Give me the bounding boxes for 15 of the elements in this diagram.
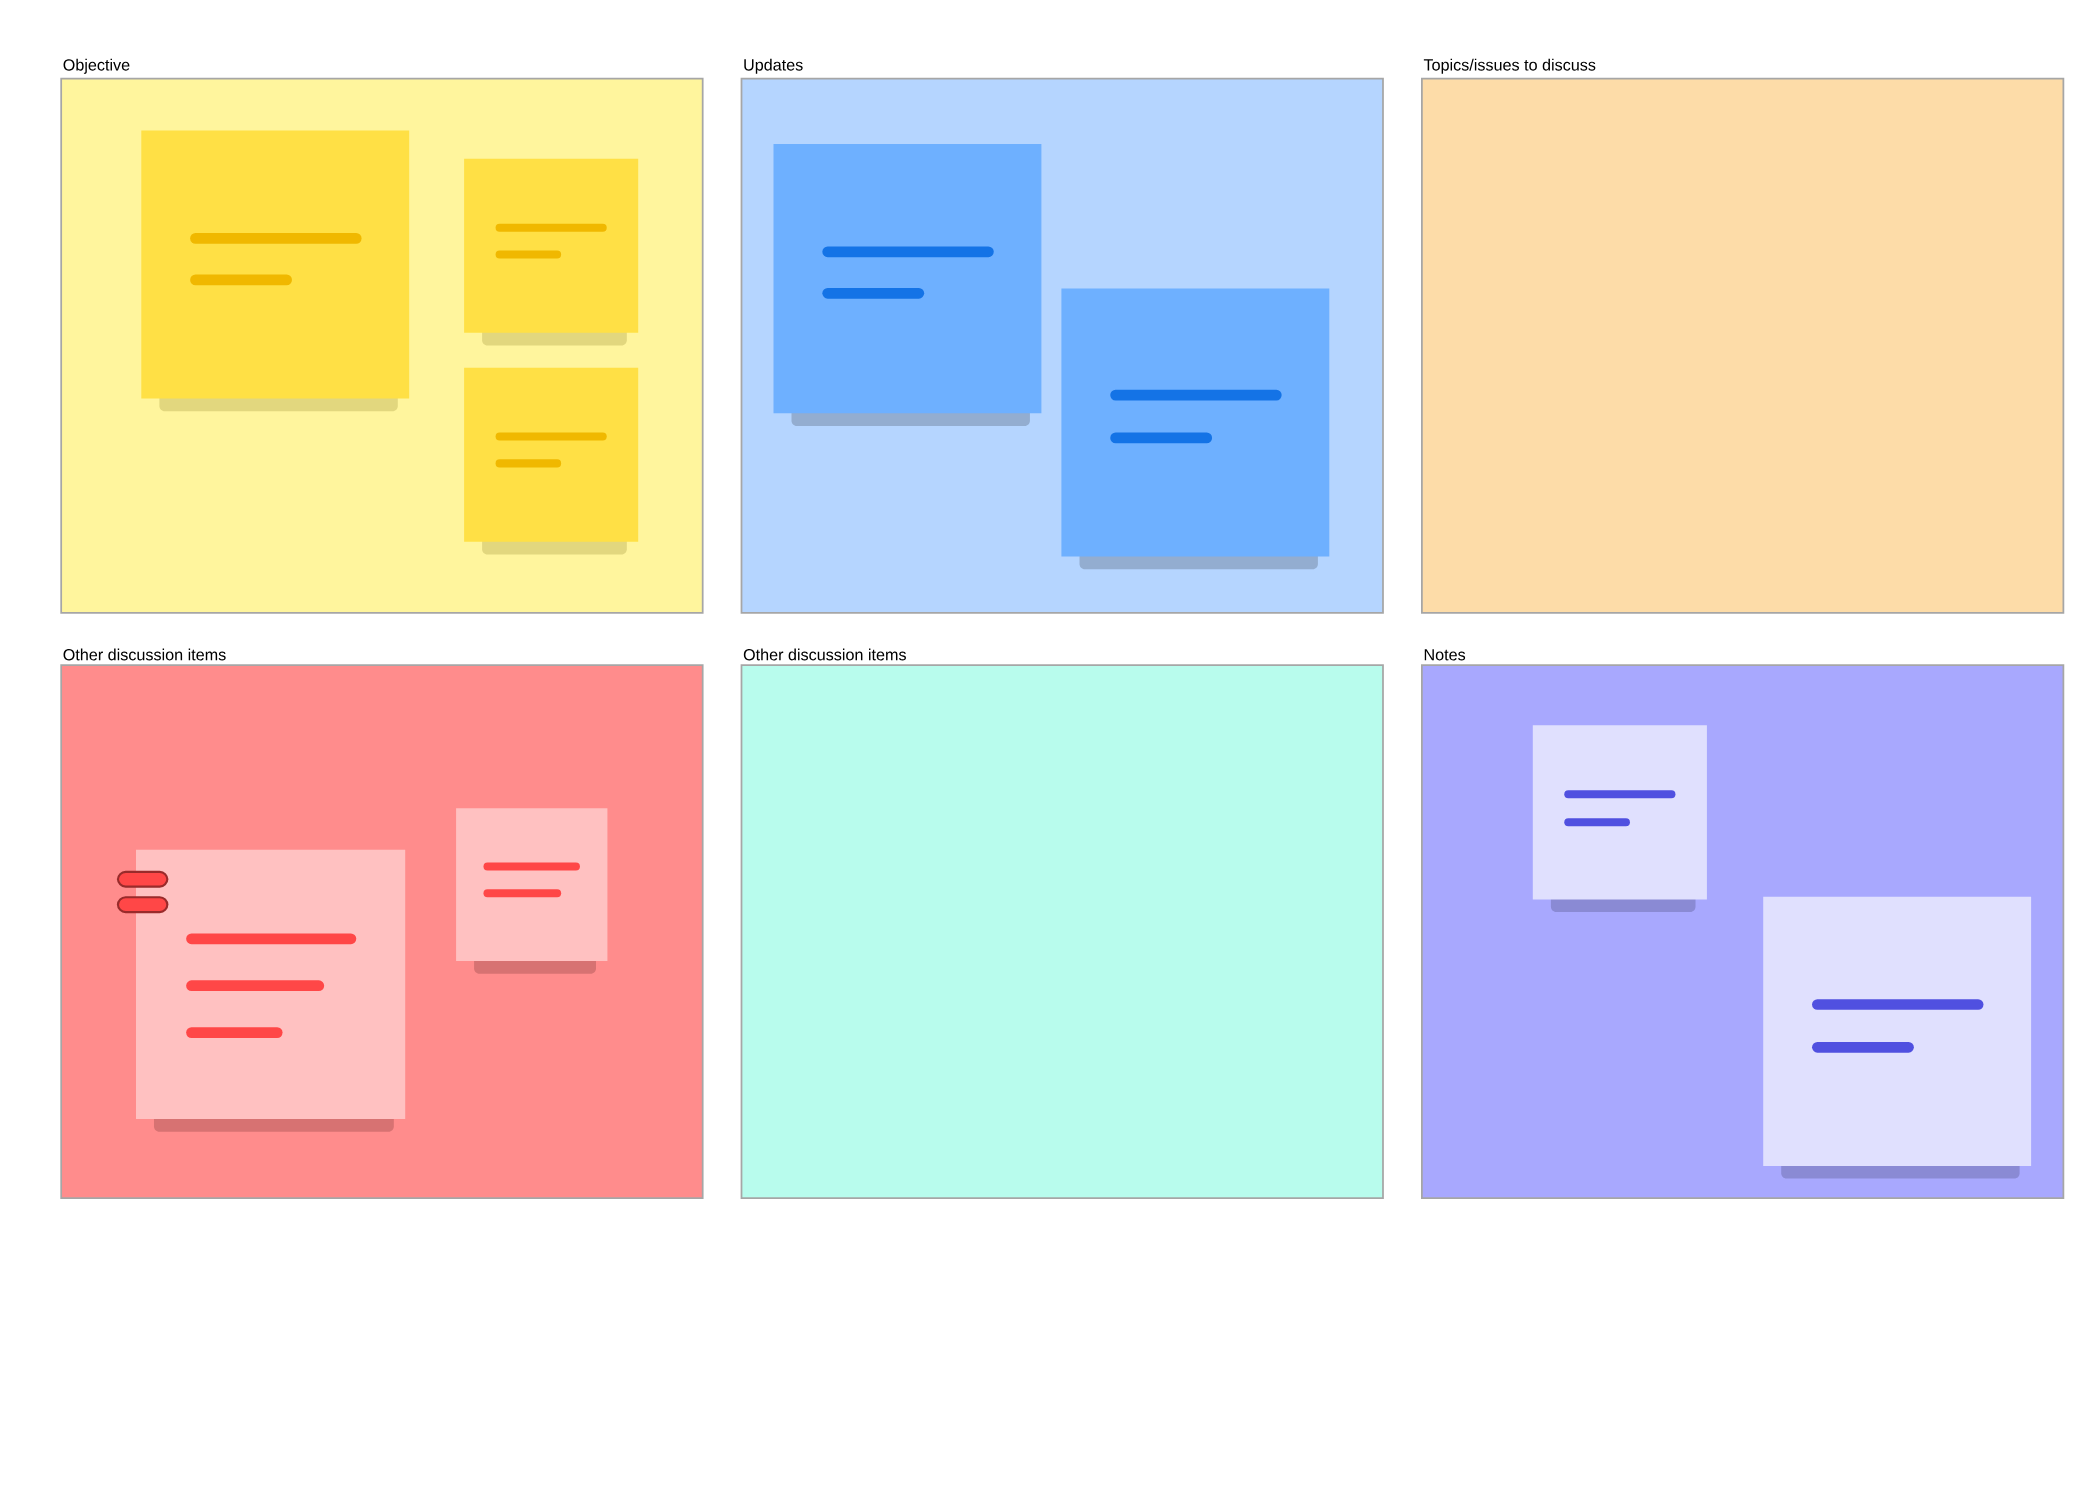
sticky-note [1061, 288, 1330, 570]
panel-heading: Notes [1424, 649, 1466, 661]
panel-heading: Other discussion items [63, 648, 226, 661]
panel-heading: Other discussion items [743, 648, 906, 661]
sticky-note [456, 808, 608, 974]
sticky-note [1763, 896, 2032, 1179]
sticky-note [141, 130, 410, 412]
panel-heading: Updates [744, 58, 803, 74]
sticky-note [1532, 725, 1707, 913]
panel-heading: Objective [63, 58, 130, 74]
sticky-note [773, 144, 1042, 426]
sticky-note [136, 849, 406, 1132]
sticky-note [464, 158, 639, 346]
sticky-note [464, 367, 639, 555]
panel-heading: Topics/issues to discuss [1423, 58, 1596, 74]
